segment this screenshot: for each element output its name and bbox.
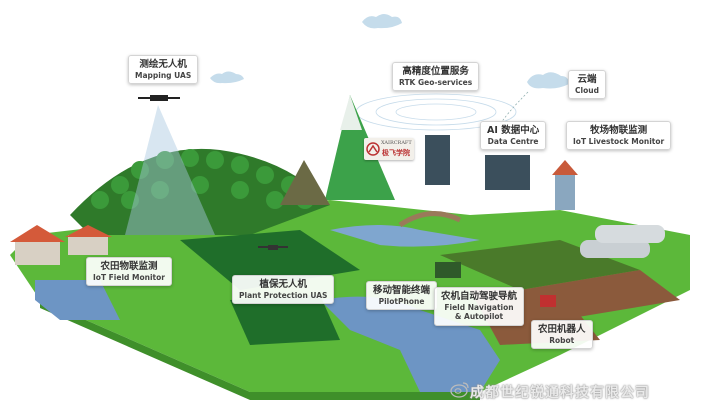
label-en: PilotPhone — [378, 296, 425, 306]
weibo-icon — [450, 382, 469, 398]
label-data-centre: AI 数据中心 Data Centre — [480, 121, 547, 151]
cloud-icon — [362, 14, 402, 29]
logo-text-cn: 极飞学院 — [382, 149, 410, 157]
label-robot: 农田机器人 Robot — [531, 320, 593, 350]
logo-text-en: XAIRCRAFT — [381, 140, 412, 146]
label-plant-protection: 植保无人机 Plant Protection UAS — [232, 275, 335, 305]
label-en: Mapping UAS — [135, 70, 192, 80]
label-cn: 高精度位置服务 — [402, 66, 469, 77]
watermark-text: 成都世纪锐通科技有限公司 — [470, 385, 650, 401]
label-en: Data Centre — [487, 136, 539, 146]
label-navigation: 农机自动驾驶导航 Field Navigation & Autopilot — [434, 287, 525, 326]
label-cn: 农田物联监测 — [100, 261, 158, 272]
label-cn: 农机自动驾驶导航 — [441, 291, 518, 302]
label-mapping-uas: 测绘无人机 Mapping UAS — [128, 55, 199, 85]
label-cloud: 云端 Cloud — [568, 70, 606, 100]
label-field-monitor: 农田物联监测 IoT Field Monitor — [86, 257, 172, 287]
tractor-icon — [435, 262, 461, 278]
label-cn: 植保无人机 — [259, 279, 307, 290]
label-rtk: 高精度位置服务 RTK Geo-services — [392, 62, 480, 92]
cloud-icon — [527, 72, 569, 89]
label-en-2: & Autopilot — [454, 312, 504, 322]
label-en: IoT Field Monitor — [93, 272, 165, 282]
label-en: Cloud — [575, 85, 599, 95]
robot-icon — [540, 295, 556, 307]
label-en: Plant Protection UAS — [239, 290, 328, 300]
cloud-icon — [210, 71, 244, 84]
plant-protection-drone-icon — [258, 245, 288, 250]
label-en: RTK Geo-services — [399, 77, 473, 87]
logo-icon — [366, 142, 380, 156]
label-cn: 农田机器人 — [538, 324, 586, 335]
label-en: IoT Livestock Monitor — [573, 136, 665, 146]
label-cn: 移动智能终端 — [373, 285, 431, 296]
xaircraft-logo: XAIRCRAFT 极飞学院 — [364, 138, 414, 160]
label-cn: AI 数据中心 — [487, 125, 540, 136]
label-en: Robot — [549, 335, 575, 345]
label-en: Field Navigation — [444, 302, 514, 312]
label-cn: 云端 — [577, 74, 597, 85]
label-cn: 测绘无人机 — [139, 59, 187, 70]
label-cn: 牧场物联监测 — [590, 125, 648, 136]
mapping-drone-icon — [138, 95, 180, 101]
label-livestock: 牧场物联监测 IoT Livestock Monitor — [566, 121, 672, 151]
label-pilotphone: 移动智能终端 PilotPhone — [366, 281, 438, 311]
